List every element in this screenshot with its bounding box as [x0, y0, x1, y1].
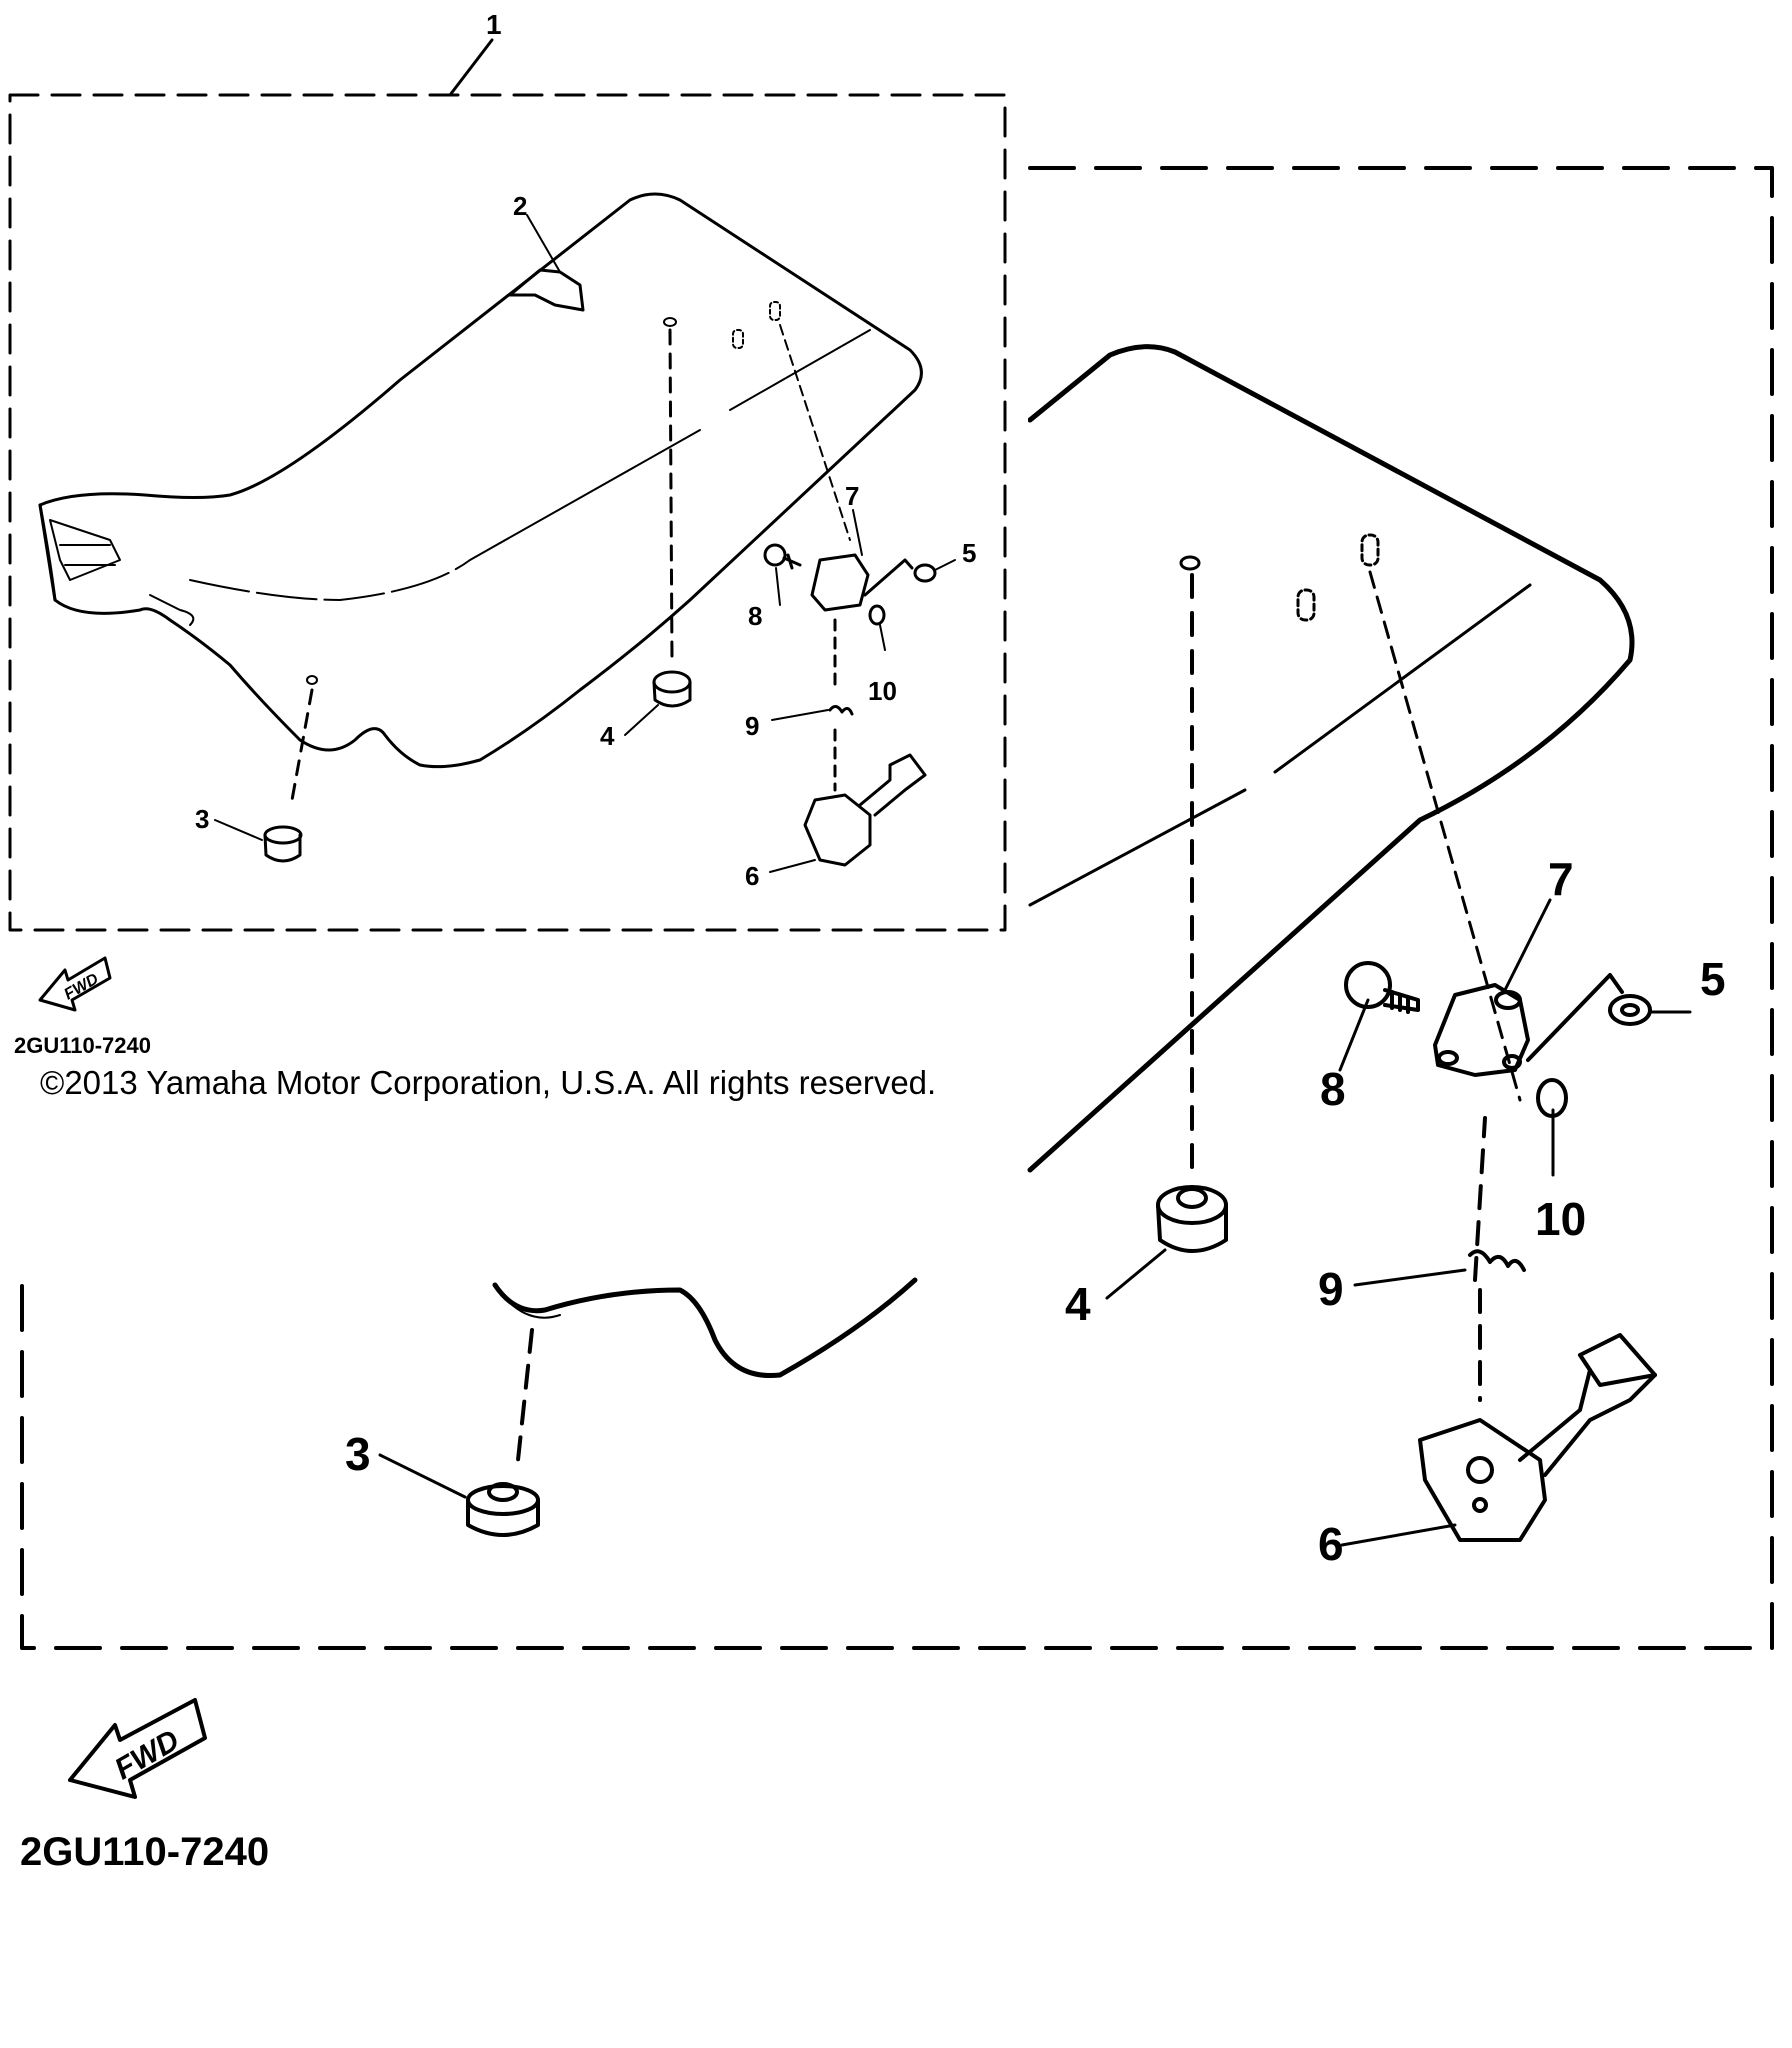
- detail-callout-9: 9: [1318, 1263, 1344, 1315]
- detail-callout-6: 6: [1318, 1518, 1344, 1570]
- detail-leader-lines: [378, 898, 1692, 1547]
- callout-9: 9: [745, 711, 759, 741]
- detail-callout-7: 7: [1548, 853, 1574, 905]
- detail-seat-seam: [1028, 583, 1532, 907]
- callout-3: 3: [195, 804, 209, 834]
- callout-1: 1: [486, 9, 502, 40]
- detail-part-9-spring: [1468, 1116, 1526, 1402]
- detail-part-3-damper: [466, 1328, 540, 1537]
- diagram-code: 2GU110-7240: [14, 1033, 151, 1058]
- callout-2: 2: [513, 191, 527, 221]
- detail-callout-3: 3: [345, 1428, 371, 1480]
- fwd-arrow-icon: [38, 956, 112, 1012]
- detail-part-5-nut: [1526, 973, 1652, 1062]
- detail-dashed-box: [20, 166, 1774, 1650]
- callout-4: 4: [600, 721, 615, 751]
- fwd-arrow-large-icon: [68, 1698, 207, 1799]
- detail-part-7-bracket: [1433, 983, 1530, 1077]
- overview-part-2-cap: [508, 268, 585, 312]
- overview-view: [8, 38, 1007, 932]
- detail-callout-10: 10: [1535, 1193, 1586, 1245]
- detail-seat-outline: [1027, 344, 1635, 1173]
- detail-part-8-bolt: [1344, 961, 1420, 1014]
- copyright-notice: ©2013 Yamaha Motor Corporation, U.S.A. A…: [40, 1064, 937, 1101]
- callout-labels: 1 2 3 4 5 6 7 8 9 10 3 4 5 6 7 8 9 10: [195, 9, 1726, 1570]
- callout-10: 10: [868, 676, 897, 706]
- callout-6: 6: [745, 861, 759, 891]
- overview-part-4-damper: [652, 670, 692, 708]
- detail-seat-bottom: [492, 1277, 918, 1379]
- detail-callout-4: 4: [1065, 1278, 1091, 1330]
- detail-part-4-damper: [1156, 1185, 1228, 1253]
- overview-seat-outline: [38, 192, 923, 769]
- overview-leader-lines: [214, 214, 956, 873]
- diagram-code-large: 2GU110-7240: [20, 1830, 269, 1874]
- callout-7: 7: [845, 481, 859, 511]
- fwd-label-large: FWD: [109, 1724, 185, 1787]
- detail-callout-8: 8: [1320, 1063, 1346, 1115]
- detail-part-6-lever: [1418, 1333, 1657, 1542]
- overview-hardware: [763, 543, 937, 867]
- overview-dashed-box: [8, 93, 1007, 932]
- overview-part-3-damper: [263, 825, 303, 863]
- detail-view: [20, 166, 1774, 1650]
- detail-callout-5: 5: [1700, 953, 1726, 1005]
- callout-8: 8: [748, 601, 762, 631]
- callout-5: 5: [962, 538, 976, 568]
